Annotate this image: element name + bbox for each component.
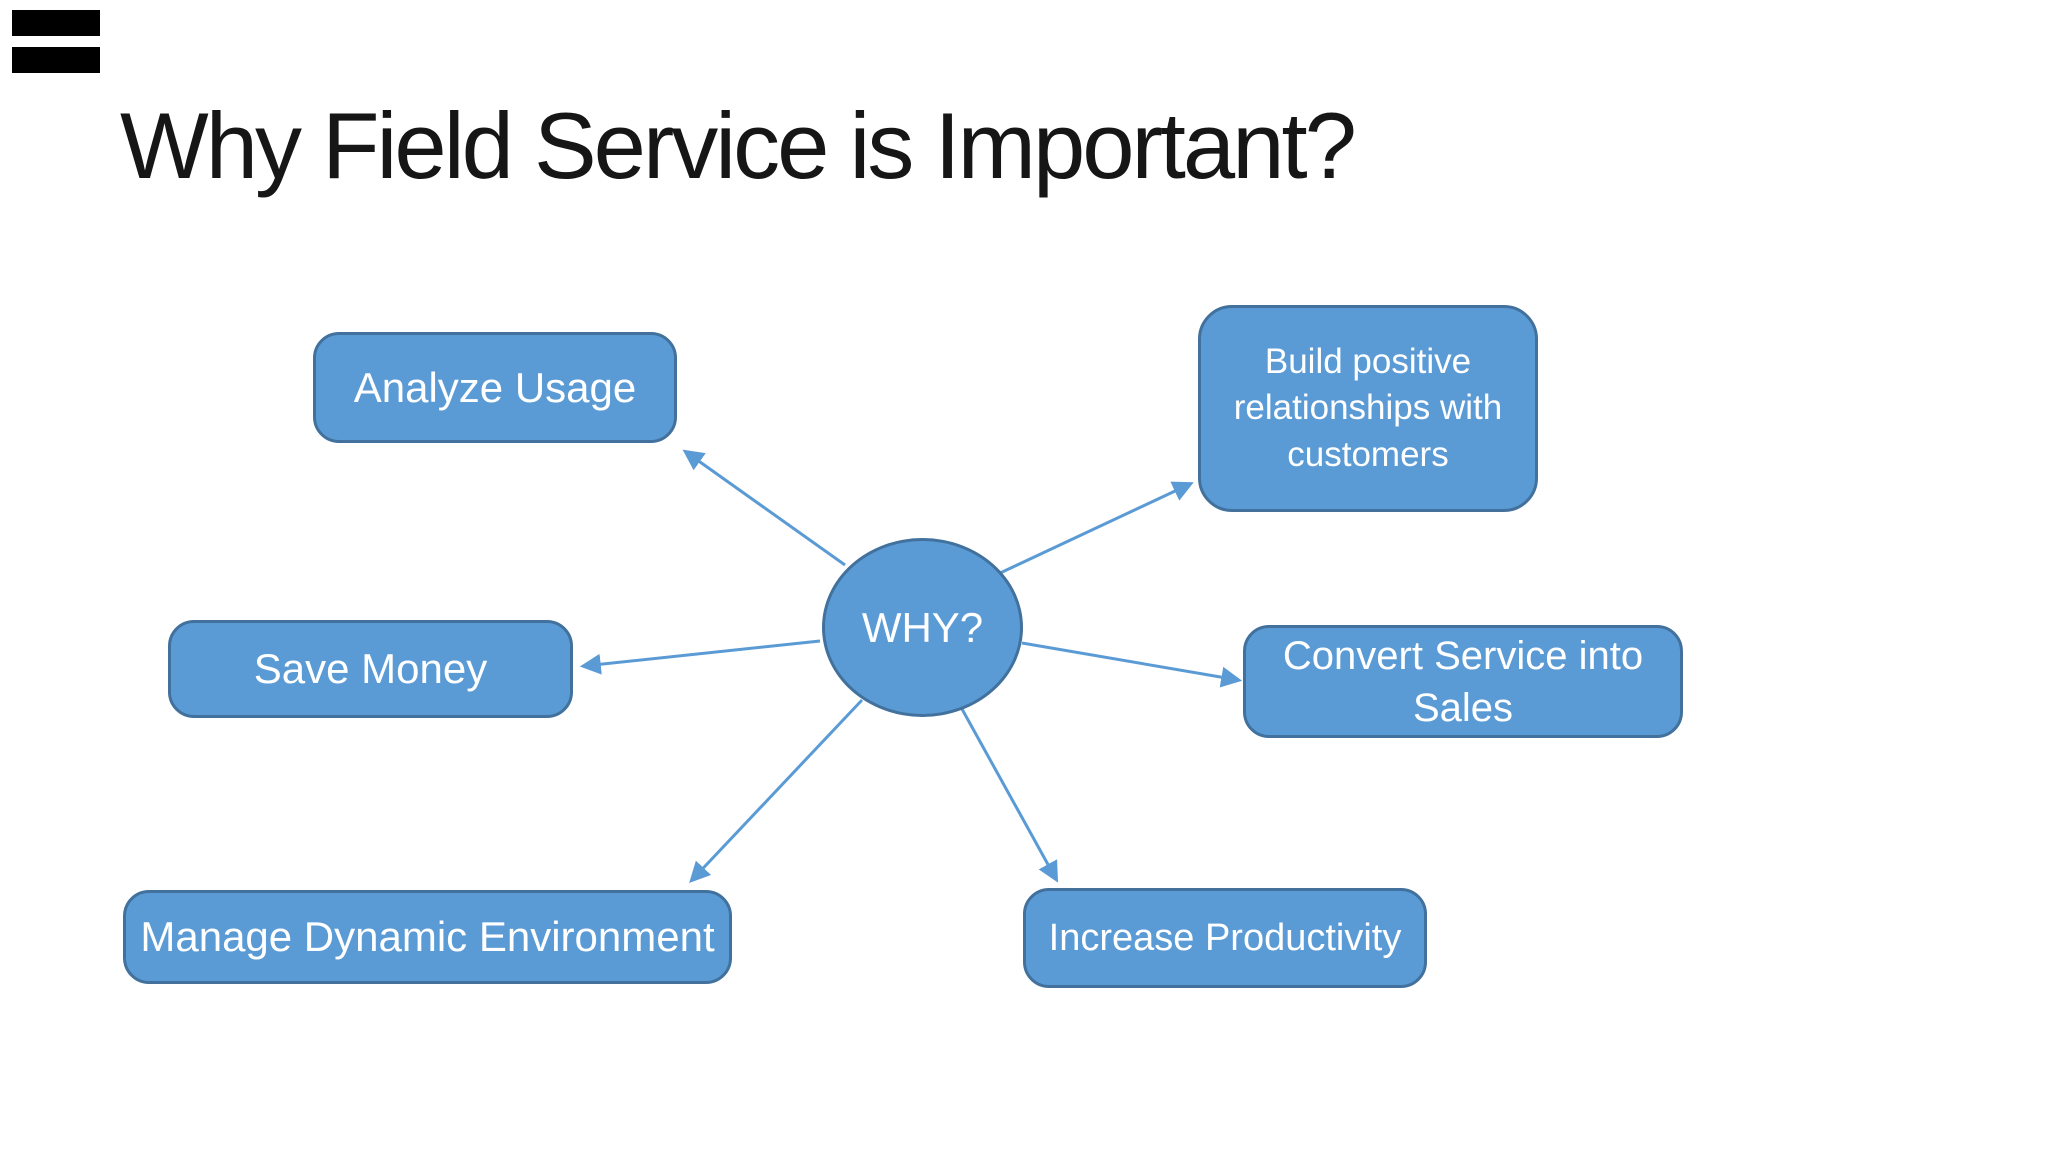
slide-title: Why Field Service is Important?: [120, 93, 1357, 198]
node-convert-service-into-sales-label: Convert Service into Sales: [1282, 633, 1644, 730]
node-increase-productivity-label: Increase Productivity: [1048, 916, 1402, 959]
center-why-label: WHY?: [861, 603, 984, 651]
node-save-money: Save Money: [168, 620, 573, 718]
connector-center-to-build: [997, 481, 1194, 576]
connector-center-to-save: [579, 639, 821, 675]
node-convert-service-into-sales: Convert Service into Sales: [1243, 625, 1683, 738]
node-build-positive-relationships: Build positive relationships with custom…: [1198, 305, 1538, 512]
redaction-bar-top: [12, 10, 100, 36]
connector-center-to-convert: [1021, 641, 1243, 688]
node-increase-productivity: Increase Productivity: [1023, 888, 1427, 988]
node-save-money-label: Save Money: [253, 645, 488, 692]
connector-center-to-analyze: [682, 449, 846, 567]
node-analyze-usage: Analyze Usage: [313, 332, 677, 443]
redaction-bar-bottom: [12, 47, 100, 73]
center-why-circle: WHY?: [822, 538, 1023, 717]
node-manage-dynamic-environment-label: Manage Dynamic Environment: [140, 913, 715, 960]
node-manage-dynamic-environment: Manage Dynamic Environment: [123, 890, 732, 984]
connector-center-to-increase: [960, 708, 1059, 883]
node-analyze-usage-label: Analyze Usage: [353, 363, 637, 411]
connector-center-to-manage: [689, 698, 864, 884]
node-build-positive-relationships-label: Build positive relationships with custom…: [1233, 342, 1503, 474]
